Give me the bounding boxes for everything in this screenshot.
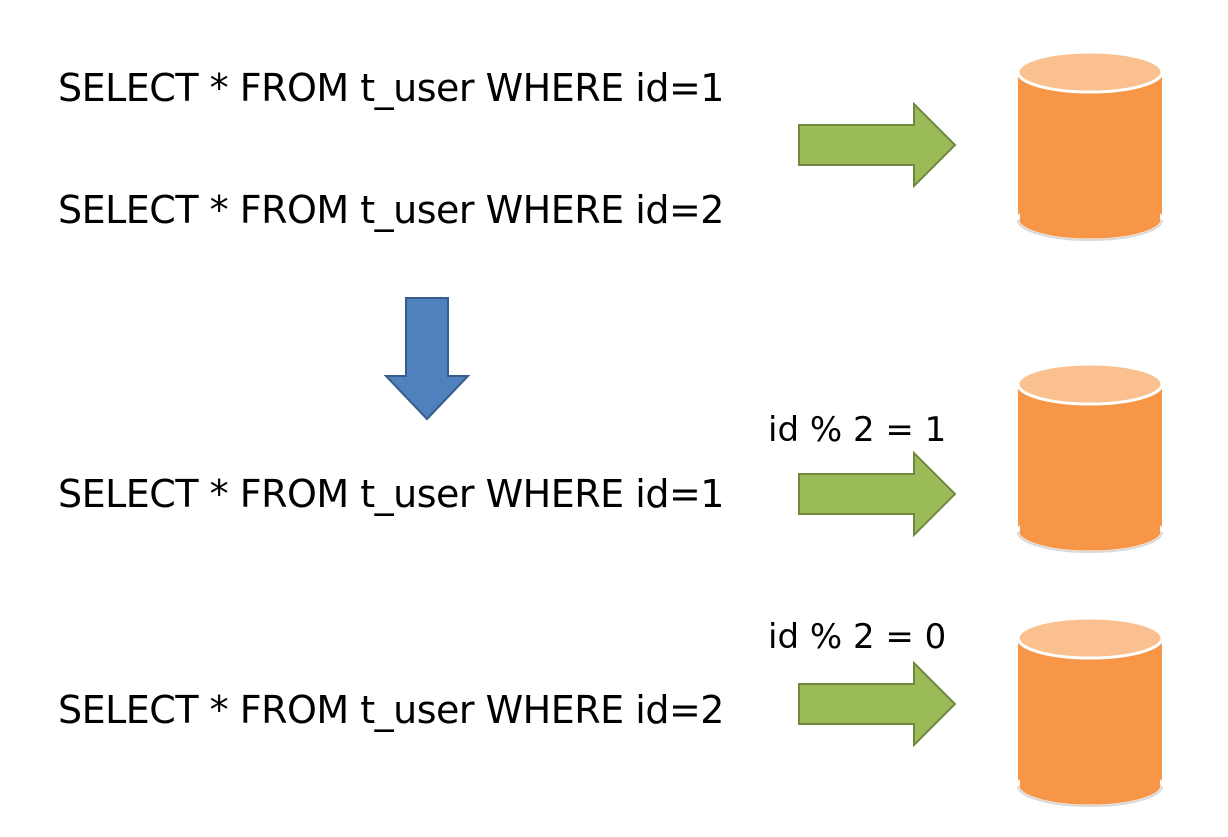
right-arrow-icon xyxy=(798,450,957,538)
query-id-2-original: SELECT * FROM t_user WHERE id=2 xyxy=(58,188,724,232)
query-id-1-routed: SELECT * FROM t_user WHERE id=1 xyxy=(58,472,724,516)
database-cylinder-icon xyxy=(1016,616,1164,808)
right-arrow-icon xyxy=(798,660,957,748)
query-id-2-routed: SELECT * FROM t_user WHERE id=2 xyxy=(58,688,724,732)
down-arrow-icon xyxy=(383,297,471,421)
database-cylinder-icon xyxy=(1016,50,1164,242)
shard-condition-even: id % 2 = 0 xyxy=(768,617,947,657)
right-arrow-icon xyxy=(798,101,957,189)
database-cylinder-icon xyxy=(1016,362,1164,554)
shard-condition-odd: id % 2 = 1 xyxy=(768,410,947,450)
query-id-1-original: SELECT * FROM t_user WHERE id=1 xyxy=(58,66,724,110)
